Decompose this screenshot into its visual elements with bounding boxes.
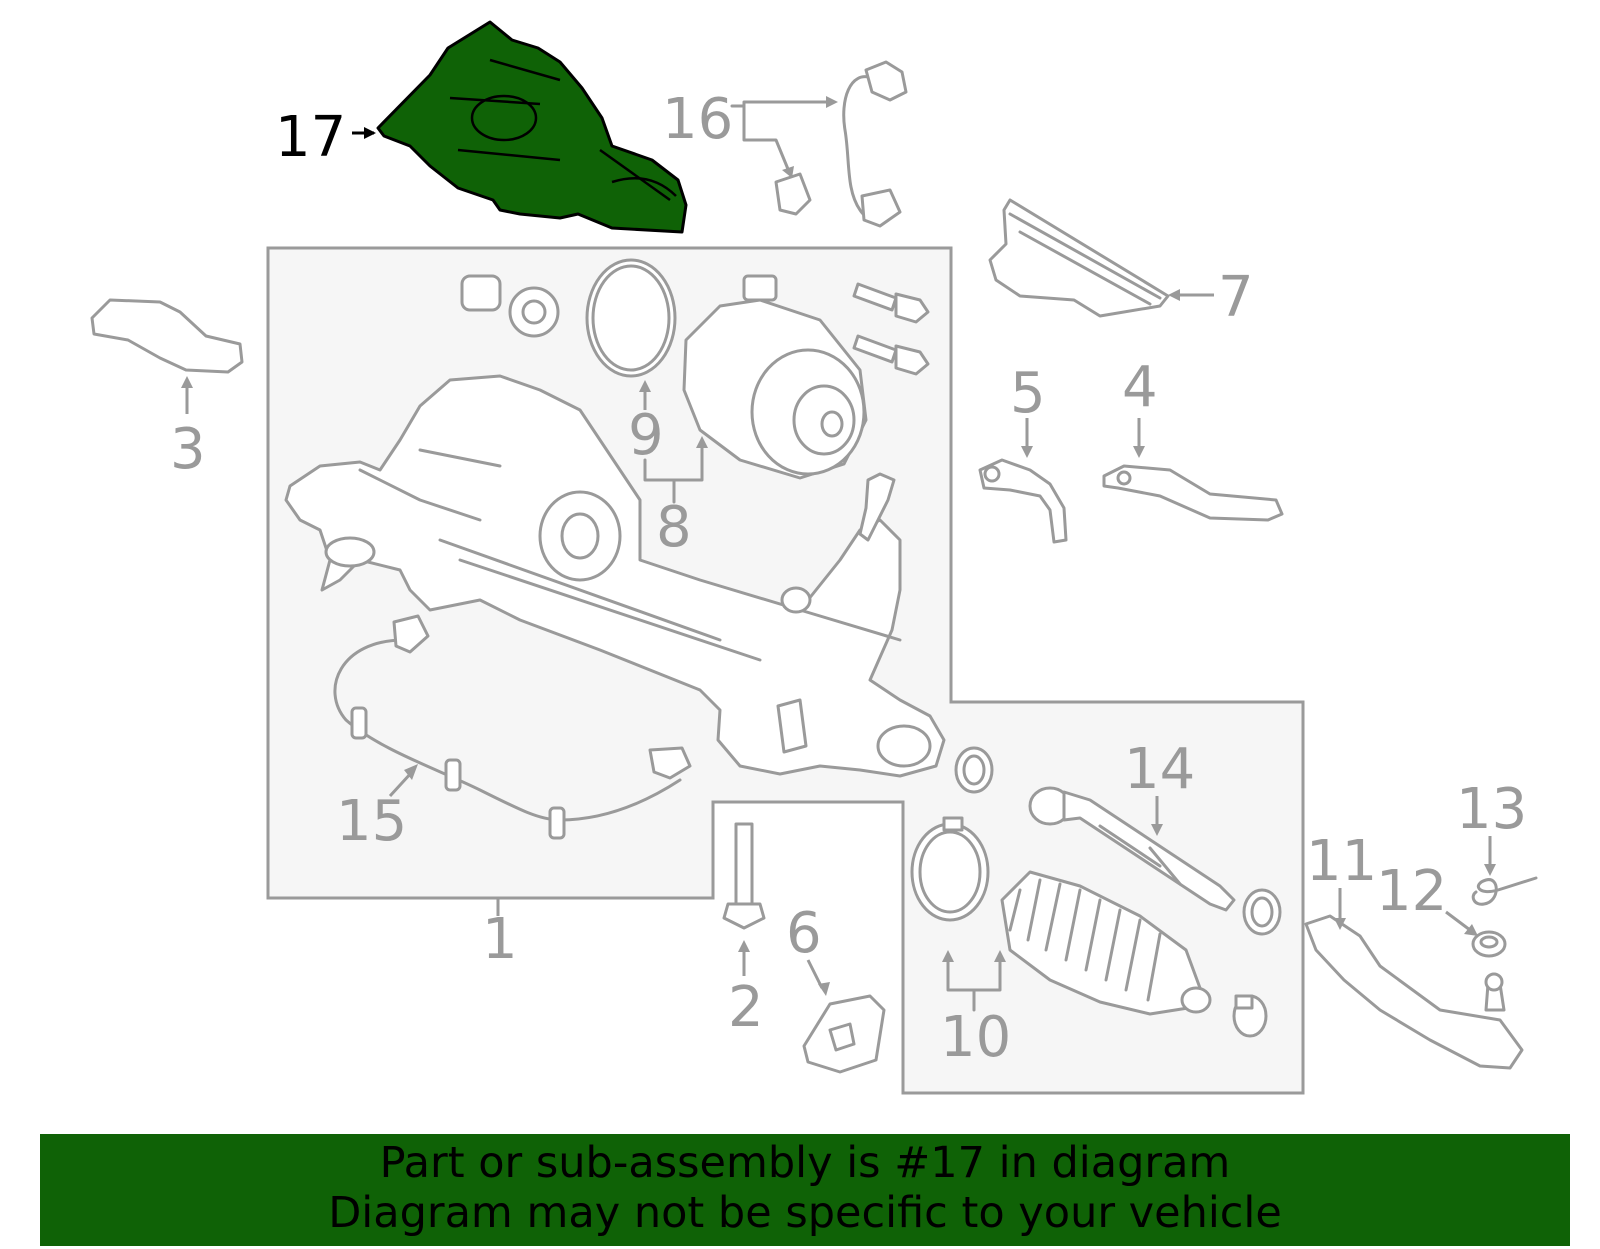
part-bearing[interactable] bbox=[508, 286, 560, 338]
part-15-sensor-wire[interactable] bbox=[333, 614, 692, 840]
info-banner: Part or sub-assembly is #17 in diagram D… bbox=[40, 1134, 1570, 1246]
callout-11: 11 bbox=[1306, 829, 1377, 894]
callout-6: 6 bbox=[786, 901, 822, 966]
callout-15: 15 bbox=[336, 789, 407, 854]
part-2-bolt[interactable] bbox=[722, 822, 766, 930]
arrow-6 bbox=[818, 982, 830, 996]
callout-2: 2 bbox=[728, 975, 764, 1040]
part-bolt-lower[interactable] bbox=[852, 334, 930, 376]
leader-8 bbox=[643, 442, 704, 504]
arrow-8 bbox=[696, 436, 708, 448]
callout-5: 5 bbox=[1010, 361, 1046, 426]
part-5-bracket[interactable] bbox=[978, 458, 1068, 544]
callout-14: 14 bbox=[1124, 737, 1195, 802]
callout-3: 3 bbox=[170, 417, 206, 482]
part-10-boot[interactable] bbox=[1000, 870, 1212, 1016]
part-boot-clip[interactable] bbox=[1232, 994, 1268, 1038]
part-17-cover-highlighted[interactable] bbox=[376, 20, 688, 234]
part-13-cotter-pin[interactable] bbox=[1471, 876, 1538, 906]
banner-line-2: Diagram may not be specific to your vehi… bbox=[328, 1188, 1282, 1238]
part-bushing[interactable] bbox=[460, 274, 502, 312]
part-14-tie-rod[interactable] bbox=[1028, 786, 1236, 912]
arrow-7 bbox=[1168, 289, 1180, 301]
part-10-clamp[interactable] bbox=[910, 816, 990, 922]
leader-10 bbox=[946, 958, 1002, 1012]
arrow-11 bbox=[1334, 918, 1346, 930]
banner-line-1: Part or sub-assembly is #17 in diagram bbox=[379, 1138, 1231, 1188]
callout-4: 4 bbox=[1122, 355, 1158, 420]
arrow-3 bbox=[181, 376, 193, 388]
part-3-bracket[interactable] bbox=[90, 298, 244, 374]
part-4-bracket[interactable] bbox=[1102, 464, 1284, 522]
callout-17: 17 bbox=[275, 105, 346, 170]
part-12-nut[interactable] bbox=[1471, 930, 1507, 958]
callout-10: 10 bbox=[940, 1005, 1011, 1070]
arrow-13 bbox=[1484, 864, 1496, 876]
part-11-tie-rod-end[interactable] bbox=[1304, 914, 1524, 1070]
part-1-steering-rack[interactable] bbox=[284, 374, 946, 778]
arrow-5 bbox=[1021, 446, 1033, 458]
arrow-9 bbox=[639, 380, 651, 392]
leader-16 bbox=[730, 100, 834, 176]
part-seal-small[interactable] bbox=[954, 746, 994, 794]
callout-12: 12 bbox=[1376, 859, 1447, 924]
arrow-12 bbox=[1464, 924, 1478, 936]
part-6-mount[interactable] bbox=[802, 994, 886, 1074]
arrow-17 bbox=[364, 127, 376, 139]
callout-1: 1 bbox=[482, 907, 518, 972]
leader-15 bbox=[388, 770, 414, 798]
arrow-16a bbox=[826, 96, 838, 108]
callout-16: 16 bbox=[662, 87, 733, 152]
part-8-motor[interactable] bbox=[682, 274, 868, 480]
callout-8: 8 bbox=[656, 495, 692, 560]
arrow-10b bbox=[994, 950, 1006, 962]
callout-7: 7 bbox=[1218, 265, 1254, 330]
leader-6 bbox=[806, 959, 824, 989]
part-9-o-ring[interactable] bbox=[585, 258, 677, 378]
part-seal-ring-14[interactable] bbox=[1242, 888, 1282, 936]
part-16-harness[interactable] bbox=[774, 60, 908, 228]
callout-13: 13 bbox=[1456, 777, 1527, 842]
arrow-2 bbox=[738, 940, 750, 952]
part-bolt-upper[interactable] bbox=[852, 282, 930, 324]
arrow-14 bbox=[1151, 824, 1163, 836]
arrow-4 bbox=[1133, 446, 1145, 458]
arrow-16b bbox=[782, 166, 794, 178]
callout-9: 9 bbox=[628, 403, 664, 468]
part-7-seal[interactable] bbox=[988, 198, 1170, 318]
arrow-10a bbox=[942, 950, 954, 962]
leader-12 bbox=[1445, 910, 1471, 932]
arrow-15 bbox=[404, 764, 418, 780]
